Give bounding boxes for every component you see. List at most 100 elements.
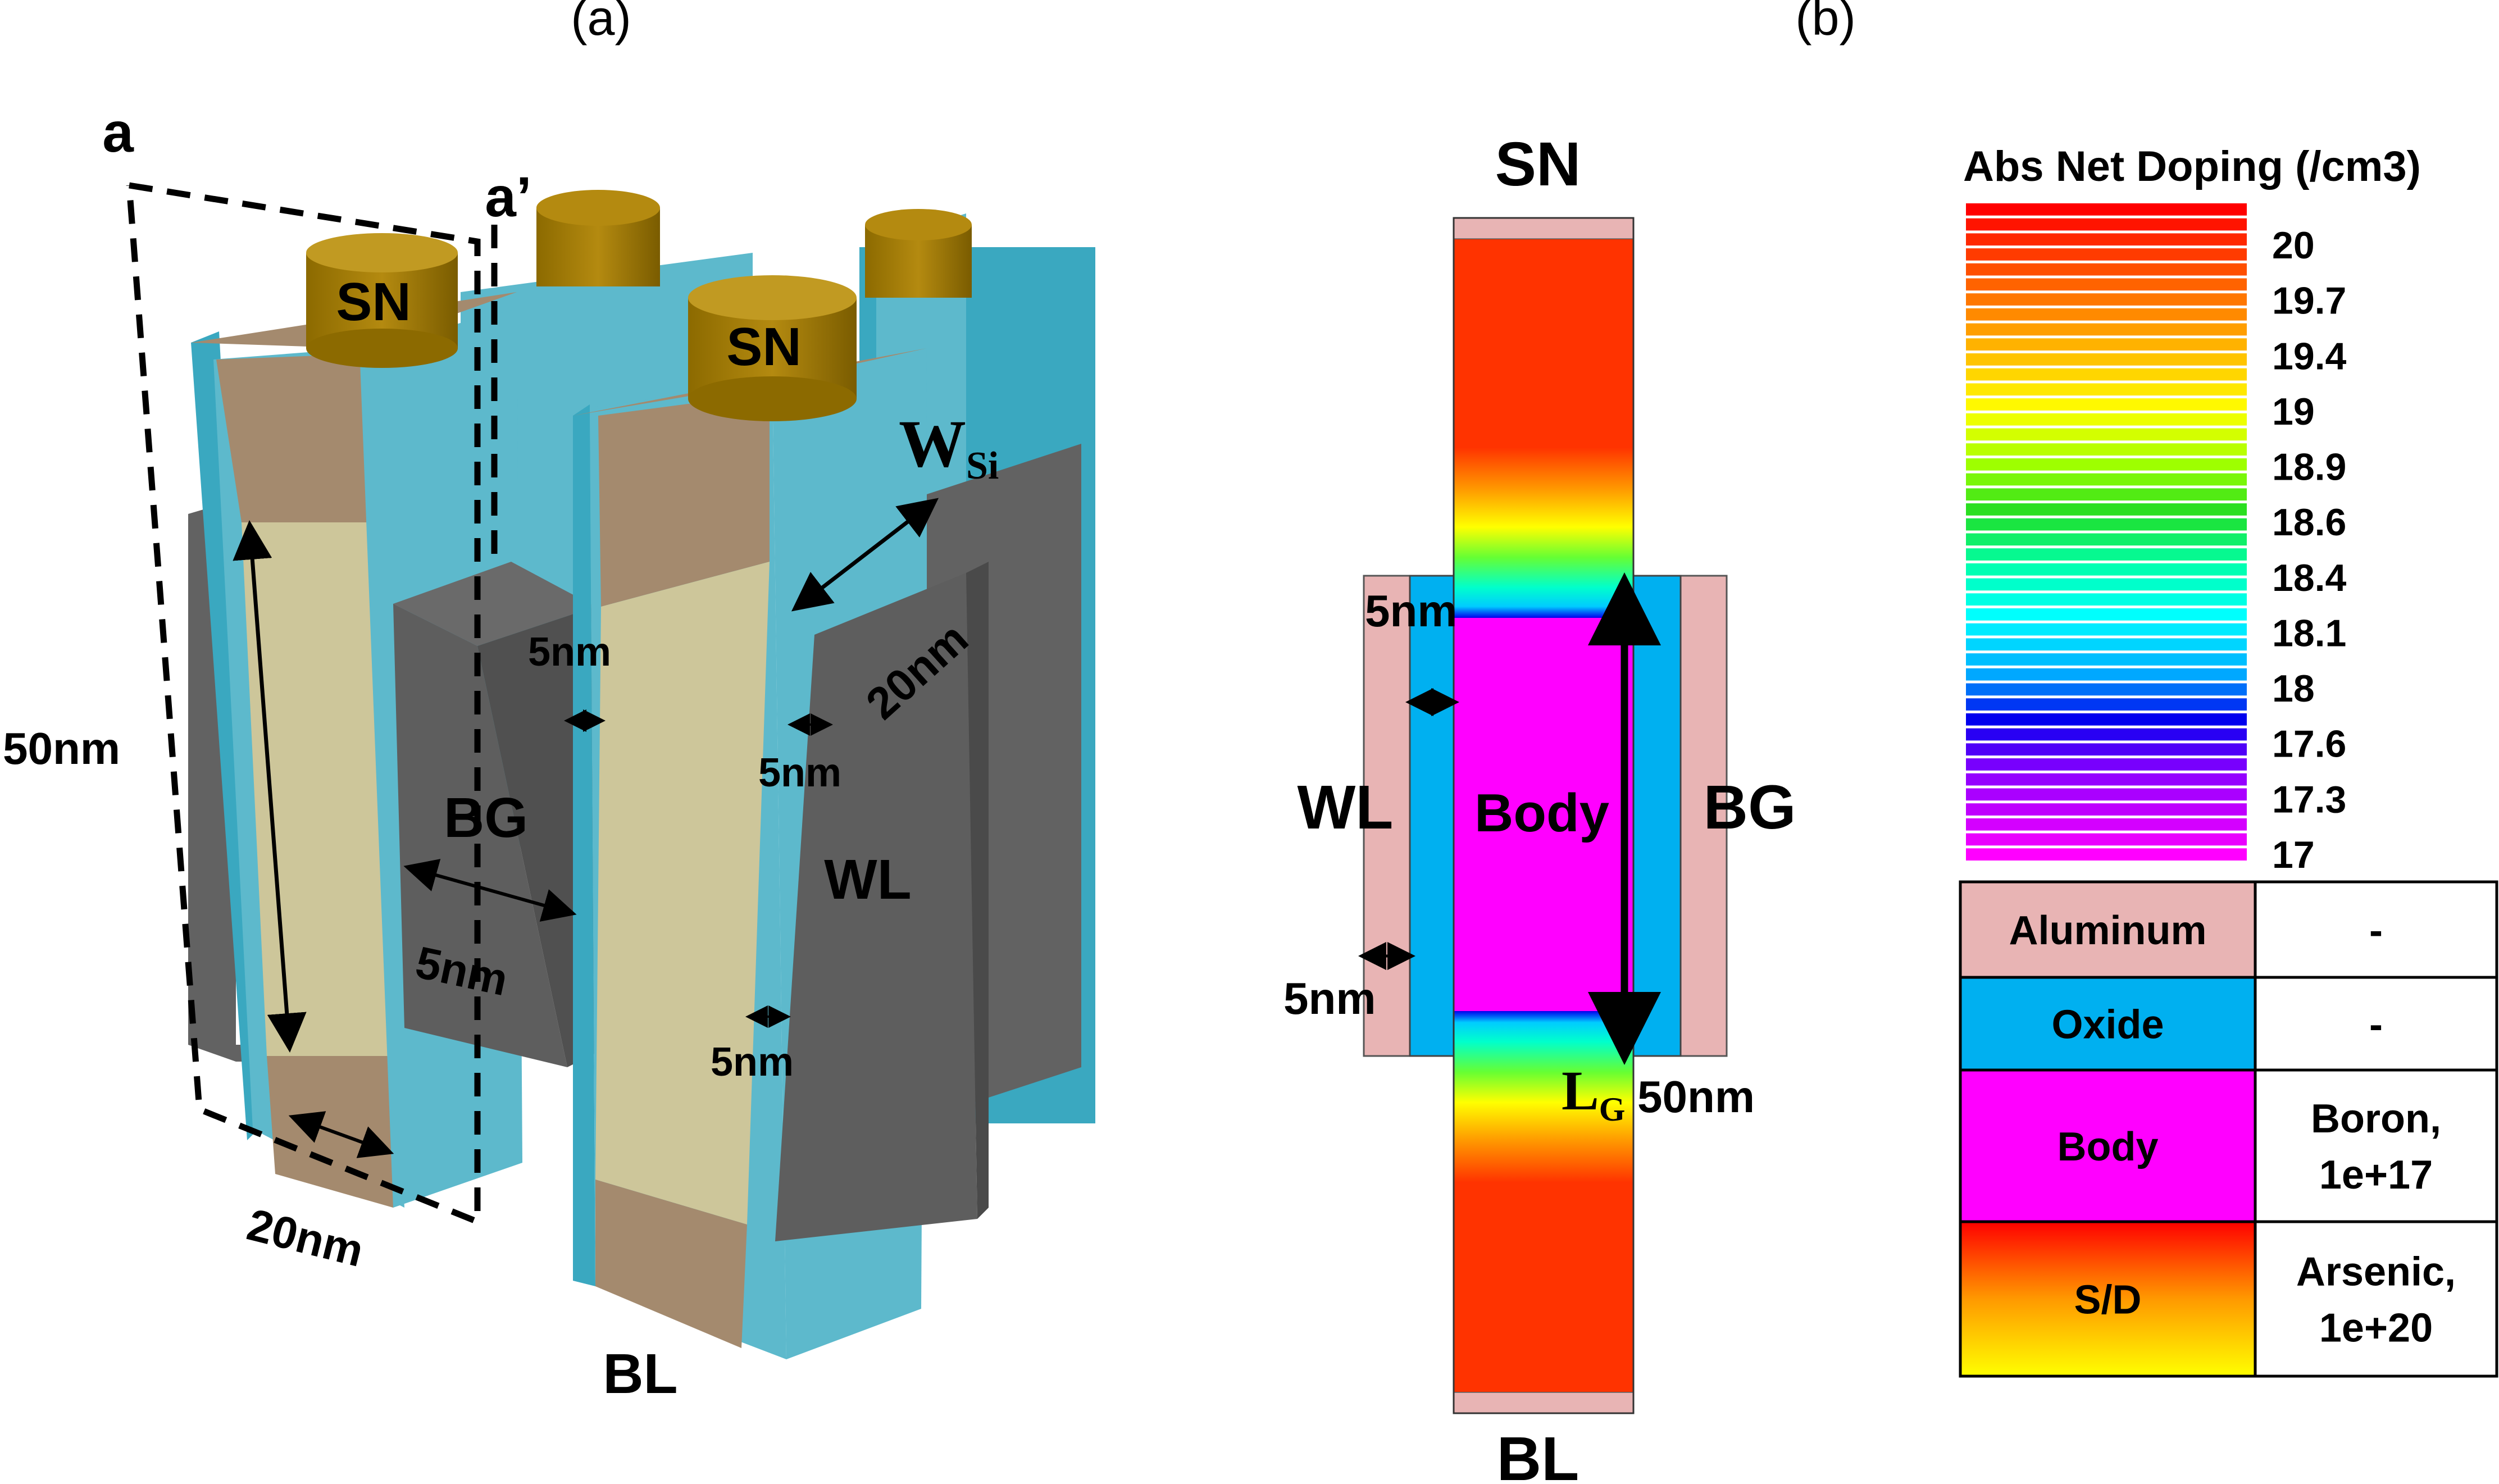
legend-value-label: Arsenic, [2296,1250,2456,1295]
colorbar-stripe [1966,518,2247,531]
legend-value-label: - [2369,1003,2383,1048]
colorbar-stripe [1966,293,2247,306]
panel-a: (a) [3,0,1095,1405]
colorbar-stripe [1966,623,2247,636]
lg-label: LG [1562,1059,1625,1128]
colorbar-stripe [1966,443,2247,456]
oxide-right [1632,575,1682,1057]
colorbar-stripe [1966,488,2247,501]
legend-material-label: S/D [2074,1278,2141,1323]
colorbar-stripe [1966,533,2247,546]
colorbar-stripe [1966,353,2247,366]
colorbar-stripe [1966,788,2247,801]
colorbar-stripe [1966,548,2247,561]
colorbar-stripe [1966,428,2247,441]
legend-value-label: 1e+20 [2319,1306,2433,1351]
colorbar-stripe [1966,398,2247,411]
colorbar-tick-label: 20 [2272,224,2315,267]
material-legend: Aluminum-Oxide-BodyBoron,1e+17S/DArsenic… [1959,880,2498,1378]
bg-electrode [1679,575,1728,1057]
colorbar-stripe [1966,563,2247,576]
colorbar-stripe [1966,218,2247,231]
colorbar-stripe [1966,668,2247,681]
panel-b: (b) SN BL WL BG Body LG 50nm 5nm 5nm [1283,0,1856,1484]
w-si-label: WSi [899,406,999,488]
colorbar-tick-label: 17.3 [2272,778,2346,821]
bl-label-b: BL [1497,1424,1579,1484]
colorbar-stripe [1966,368,2247,381]
legend-swatch [1959,1068,2257,1223]
dim-ox-5nm-upper: 5nm [758,750,841,795]
legend-material-label: Body [2058,1125,2159,1169]
sn-doping-region [1454,239,1633,618]
colorbar-stripe [1966,833,2247,846]
colorbar-tick-label: 19.4 [2272,335,2347,377]
colorbar-stripe [1966,203,2247,216]
dim-arrow-50nm [233,520,307,1053]
cut-plane-a [126,182,498,1227]
panel-a-caption: (a) [571,0,631,45]
dim-20nm-bottom: 20nm [243,1199,368,1276]
colorbar-tick-label: 19 [2272,390,2315,433]
colorbar-stripe [1966,503,2247,516]
oxide-left [1409,575,1455,1057]
colorbar-stripe [1966,773,2247,786]
colorbar-stripe [1966,728,2247,741]
colorbar-stripe [1966,653,2247,666]
sn-label-left: SN [336,272,411,332]
sn-label-b: SN [1495,130,1581,199]
panel-b-caption: (b) [1795,0,1856,45]
colorbar-stripe [1966,473,2247,486]
colorbar-stripe [1966,413,2247,426]
colorbar-stripe [1966,818,2247,831]
colorbar-stripe [1966,323,2247,336]
colorbar-stripe [1966,308,2247,321]
colorbar-stripe [1966,383,2247,396]
colorbar-tick-label: 18.1 [2272,612,2346,654]
colorbar-stripes [1966,203,2247,861]
colorbar-stripe [1966,638,2247,651]
dim-gap-5nm: 5nm [528,630,611,675]
ox-5nm-top-b: 5nm [1365,586,1458,636]
colorbar-tick-label: 18.4 [2272,557,2347,599]
colorbar-title: Abs Net Doping (/cm3) [1963,143,2421,190]
len-50nm-b: 50nm [1637,1072,1755,1122]
colorbar-tick-label: 18.9 [2272,446,2346,489]
sn-contact [1453,217,1635,240]
sn-label-right: SN [726,317,801,377]
colorbar-tick-label: 17.6 [2272,723,2346,766]
colorbar-tick-label: 18.6 [2272,501,2346,544]
legend-value-label: - [2369,908,2383,953]
colorbar-tick-label: 17 [2272,834,2315,876]
colorbar-stripe [1966,233,2247,246]
wl-label: WL [824,848,911,911]
bg-label: BG [444,786,528,849]
bl-doping-region [1454,1011,1633,1392]
colorbar-tick-label: 19.7 [2272,280,2346,322]
colorbar-stripe [1966,803,2247,816]
colorbar-stripe [1966,263,2247,276]
colorbar-stripe [1966,338,2247,351]
dim-ox-5nm-lower: 5nm [711,1040,794,1085]
colorbar-stripe [1966,458,2247,471]
colorbar-stripe [1966,248,2247,261]
dim-arrow-20nm-right [791,498,939,612]
colorbar-stripe [1966,683,2247,696]
colorbar-stripe [1966,698,2247,711]
cut-label-a: a [102,101,134,164]
bl-contact [1453,1391,1635,1414]
legend-value-label: Boron, [2311,1096,2441,1141]
bl-label-a: BL [603,1342,677,1405]
dim-50nm: 50nm [3,723,120,773]
bg-label-b: BG [1704,773,1796,842]
ox-5nm-bottom-b: 5nm [1283,973,1376,1023]
legend-swatch [1959,976,2257,1072]
body-label-b: Body [1474,783,1609,843]
colorbar-stripe [1966,848,2247,861]
colorbar-stripe [1966,593,2247,606]
wl-label-b: WL [1297,773,1393,842]
legend-material-label: Oxide [2051,1003,2164,1048]
colorbar-stripe [1966,578,2247,591]
